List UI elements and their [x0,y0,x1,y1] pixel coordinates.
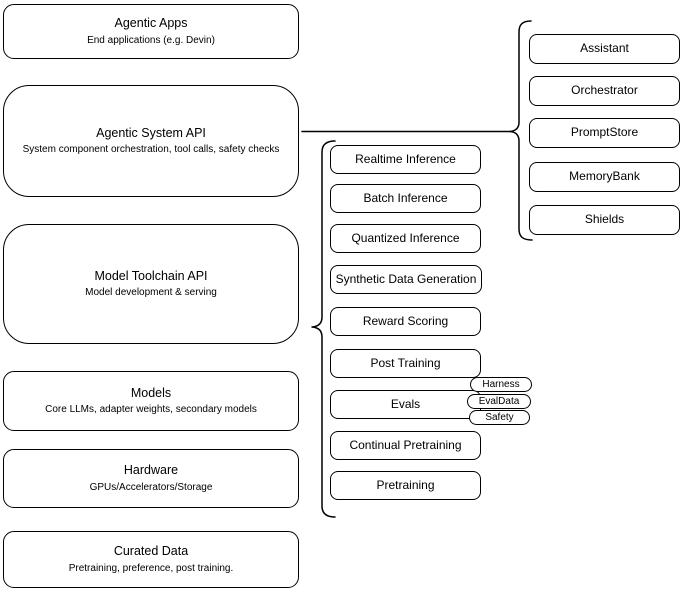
node-curated-data-title: Curated Data [113,544,189,559]
badge-harness: Harness [470,377,532,392]
node-promptstore: PromptStore [529,118,680,148]
node-memorybank: MemoryBank [529,162,680,192]
node-evals-label: Evals [390,396,421,411]
node-agentic-apps-title: Agentic Apps [114,16,188,31]
node-post-training: Post Training [330,349,481,378]
node-agentic-system-api-subtitle: System component orchestration, tool cal… [22,144,280,156]
node-reward-scoring: Reward Scoring [330,307,481,336]
node-realtime-inference-label: Realtime Inference [355,151,456,166]
node-hardware: Hardware GPUs/Accelerators/Storage [3,449,299,508]
node-realtime-inference: Realtime Inference [330,145,481,174]
node-model-toolchain-api-title: Model Toolchain API [94,268,208,283]
node-orchestrator: Orchestrator [529,76,680,106]
badge-safety: Safety [469,410,530,425]
badge-evaldata: EvalData [467,394,531,409]
node-reward-scoring-label: Reward Scoring [362,313,449,328]
node-agentic-apps: Agentic Apps End applications (e.g. Devi… [3,4,299,59]
node-hardware-title: Hardware [123,463,179,478]
node-models: Models Core LLMs, adapter weights, secon… [3,371,299,431]
node-quantized-inference: Quantized Inference [330,224,481,253]
node-quantized-inference-label: Quantized Inference [351,230,460,245]
node-post-training-label: Post Training [370,355,441,370]
node-agentic-apps-subtitle: End applications (e.g. Devin) [87,34,215,46]
node-agentic-system-api-title: Agentic System API [96,125,206,140]
node-curated-data-subtitle: Pretraining, preference, post training. [68,562,234,574]
node-pretraining-label: Pretraining [376,477,435,492]
node-pretraining: Pretraining [330,471,481,500]
node-hardware-subtitle: GPUs/Accelerators/Storage [89,481,213,493]
node-continual-pretraining-label: Continual Pretraining [349,437,462,452]
node-continual-pretraining: Continual Pretraining [330,431,481,460]
node-model-toolchain-api: Model Toolchain API Model development & … [3,224,299,344]
node-batch-inference-label: Batch Inference [363,190,448,205]
node-models-subtitle: Core LLMs, adapter weights, secondary mo… [45,404,257,416]
node-model-toolchain-api-subtitle: Model development & serving [85,287,217,299]
node-batch-inference: Batch Inference [330,184,481,213]
node-shields: Shields [529,205,680,235]
node-assistant-label: Assistant [580,41,629,56]
node-assistant: Assistant [529,34,680,64]
node-promptstore-label: PromptStore [570,125,639,140]
node-synthetic-data-generation: Synthetic Data Generation [330,265,482,294]
node-orchestrator-label: Orchestrator [571,83,638,98]
node-agentic-system-api: Agentic System API System component orch… [3,85,299,197]
node-memorybank-label: MemoryBank [569,169,640,184]
node-synthetic-data-generation-label: Synthetic Data Generation [335,271,477,286]
node-models-title: Models [130,385,172,400]
node-curated-data: Curated Data Pretraining, preference, po… [3,531,299,588]
node-evals: Evals [330,390,481,419]
node-shields-label: Shields [584,212,625,227]
